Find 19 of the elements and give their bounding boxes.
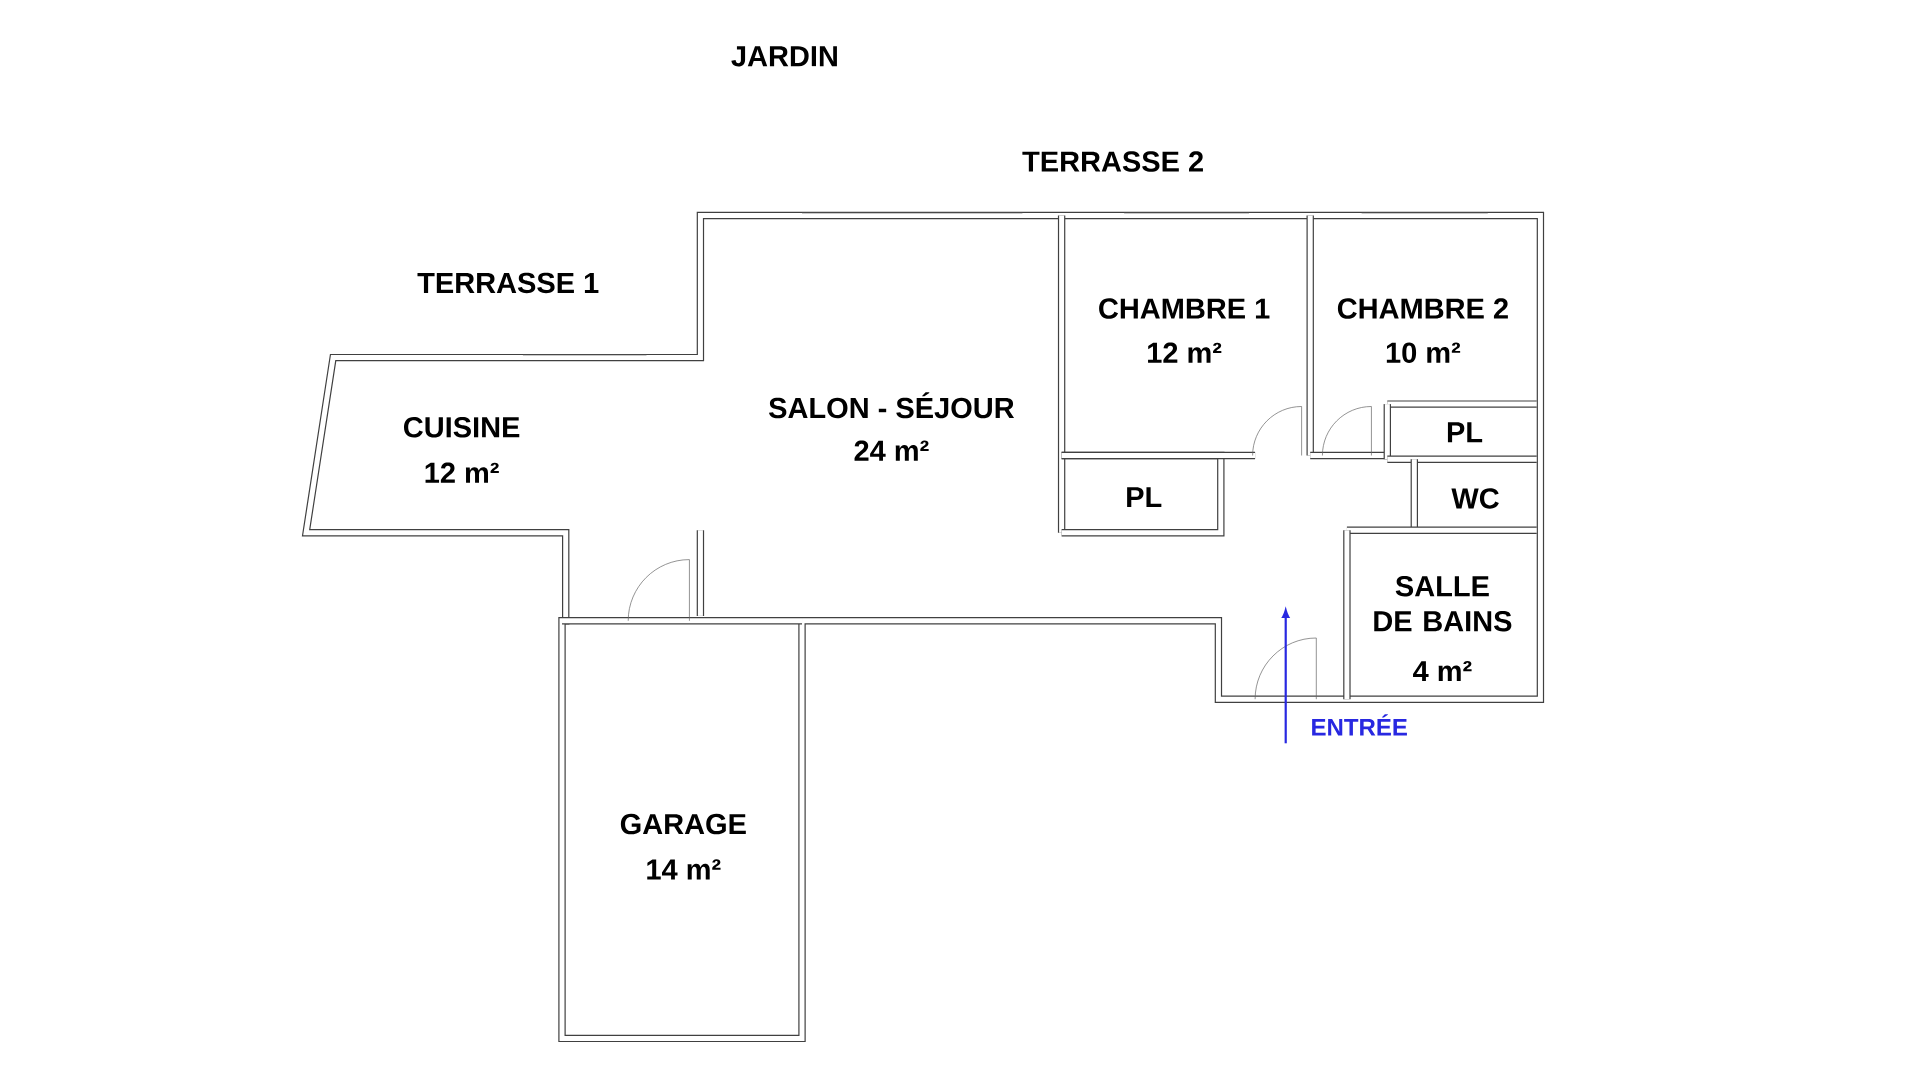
room-label: TERRASSE 1 [417,272,599,294]
room-label: GARAGE [620,813,746,835]
room-label: 4 m² [1413,660,1472,682]
room-label: 12 m² [425,462,499,483]
room-label: SALLE DE BAINS [1374,575,1512,632]
room-label: 14 m² [647,859,721,880]
room-label: CHAMBRE 1 [1099,298,1270,319]
room-label: 24 m² [854,440,929,461]
room-label: TERRASSE 2 [1022,151,1203,172]
room-label: 10 m² [1386,342,1461,363]
room-label: 12 m² [1148,342,1222,363]
room-label: PL [1447,422,1483,443]
room-label: SALON - SÉJOUR [769,392,1015,419]
room-label: JARDIN [731,46,837,67]
room-label: ENTRÉE [1312,714,1407,736]
room-label: CHAMBRE 2 [1337,298,1508,319]
room-label: PL [1127,487,1162,508]
room-label: WC [1451,488,1499,509]
room-label: CUISINE [404,417,520,438]
